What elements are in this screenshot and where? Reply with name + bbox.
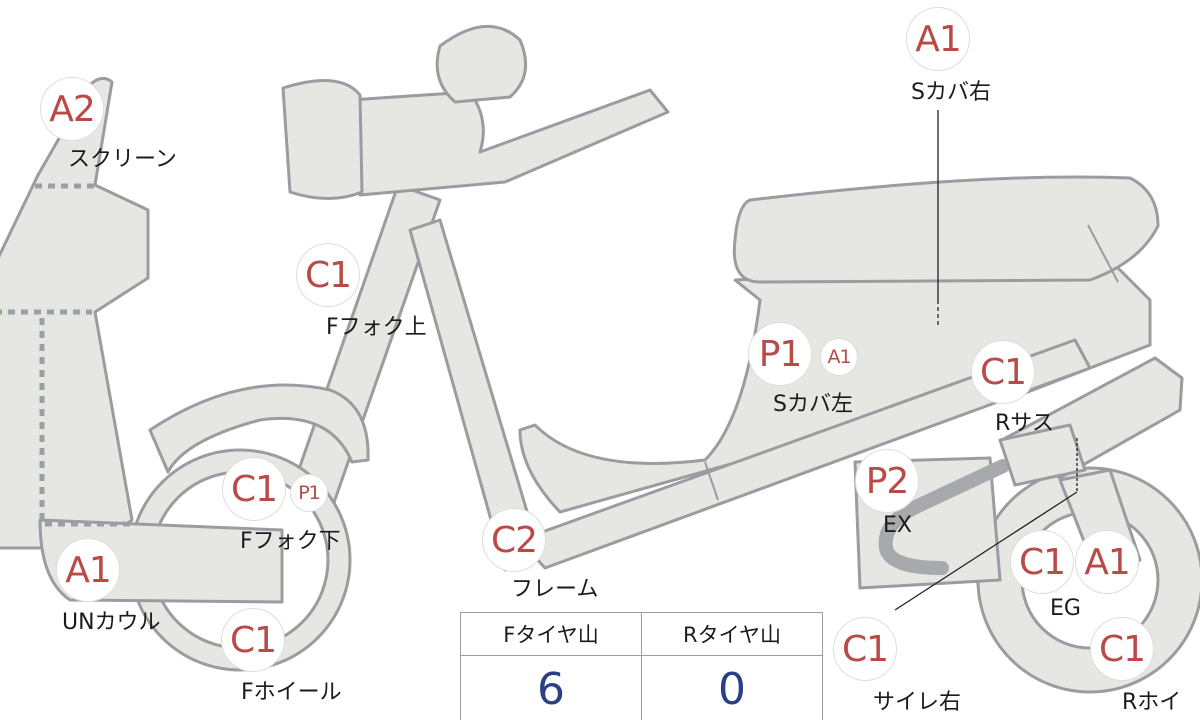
label-exhaust: EX (883, 513, 912, 538)
badge-fork-upper[interactable]: C1 (296, 243, 360, 307)
label-rear-shock: Rサス (995, 411, 1054, 436)
badge-exhaust[interactable]: P2 (855, 449, 919, 513)
badge-screen[interactable]: A2 (40, 77, 104, 141)
exhaust-pipe (878, 459, 1010, 575)
badge-cover-left[interactable]: P1 (748, 322, 812, 386)
tire-tread-table: Fタイヤ山 Rタイヤ山 6 0 (460, 612, 823, 720)
badge-muffler-right[interactable]: C1 (833, 617, 897, 681)
label-rear-wheel: Rホイ (1122, 690, 1182, 715)
badge-front-wheel[interactable]: C1 (221, 608, 285, 672)
label-cover-right: Sカバ右 (911, 80, 991, 105)
badge-cover-right[interactable]: A1 (906, 7, 970, 71)
badge-fork-lower[interactable]: C1 (222, 457, 286, 521)
label-fork-lower: Fフォク下 (240, 529, 341, 554)
label-muffler-right: サイレ右 (873, 690, 962, 715)
label-engine: EG (1050, 596, 1081, 621)
badge-rear-wheel[interactable]: C1 (1090, 617, 1154, 681)
handlebar (348, 88, 670, 197)
label-under-cowl: UNカウル (62, 610, 161, 635)
badge-fork-lower-extra[interactable]: P1 (290, 474, 328, 512)
front-fender (148, 383, 370, 474)
badge-engine-extra[interactable]: A1 (1075, 530, 1139, 594)
badge-engine[interactable]: C1 (1010, 530, 1074, 594)
leader-muffler (894, 491, 1078, 611)
badge-frame[interactable]: C2 (482, 508, 546, 572)
rear-tire-value: 0 (641, 655, 823, 720)
seat (732, 175, 1160, 284)
badge-rear-shock[interactable]: C1 (971, 340, 1035, 404)
label-fork-upper: Fフォク上 (326, 315, 427, 340)
badge-under-cowl[interactable]: A1 (56, 538, 120, 602)
mirror (435, 25, 528, 104)
label-screen: スクリーン (68, 147, 177, 172)
front-tire-value: 6 (460, 655, 642, 720)
rear-shock (998, 423, 1087, 487)
label-cover-left: Sカバ左 (773, 392, 853, 417)
label-front-wheel: Fホイール (241, 680, 342, 705)
front-tire-header: Fタイヤ山 (460, 612, 642, 656)
side-cover (518, 258, 1152, 514)
headlight-cowl (281, 78, 364, 200)
rear-tire-header: Rタイヤ山 (641, 612, 823, 656)
badge-cover-left-extra[interactable]: A1 (820, 338, 858, 376)
label-frame: フレーム (511, 577, 599, 602)
